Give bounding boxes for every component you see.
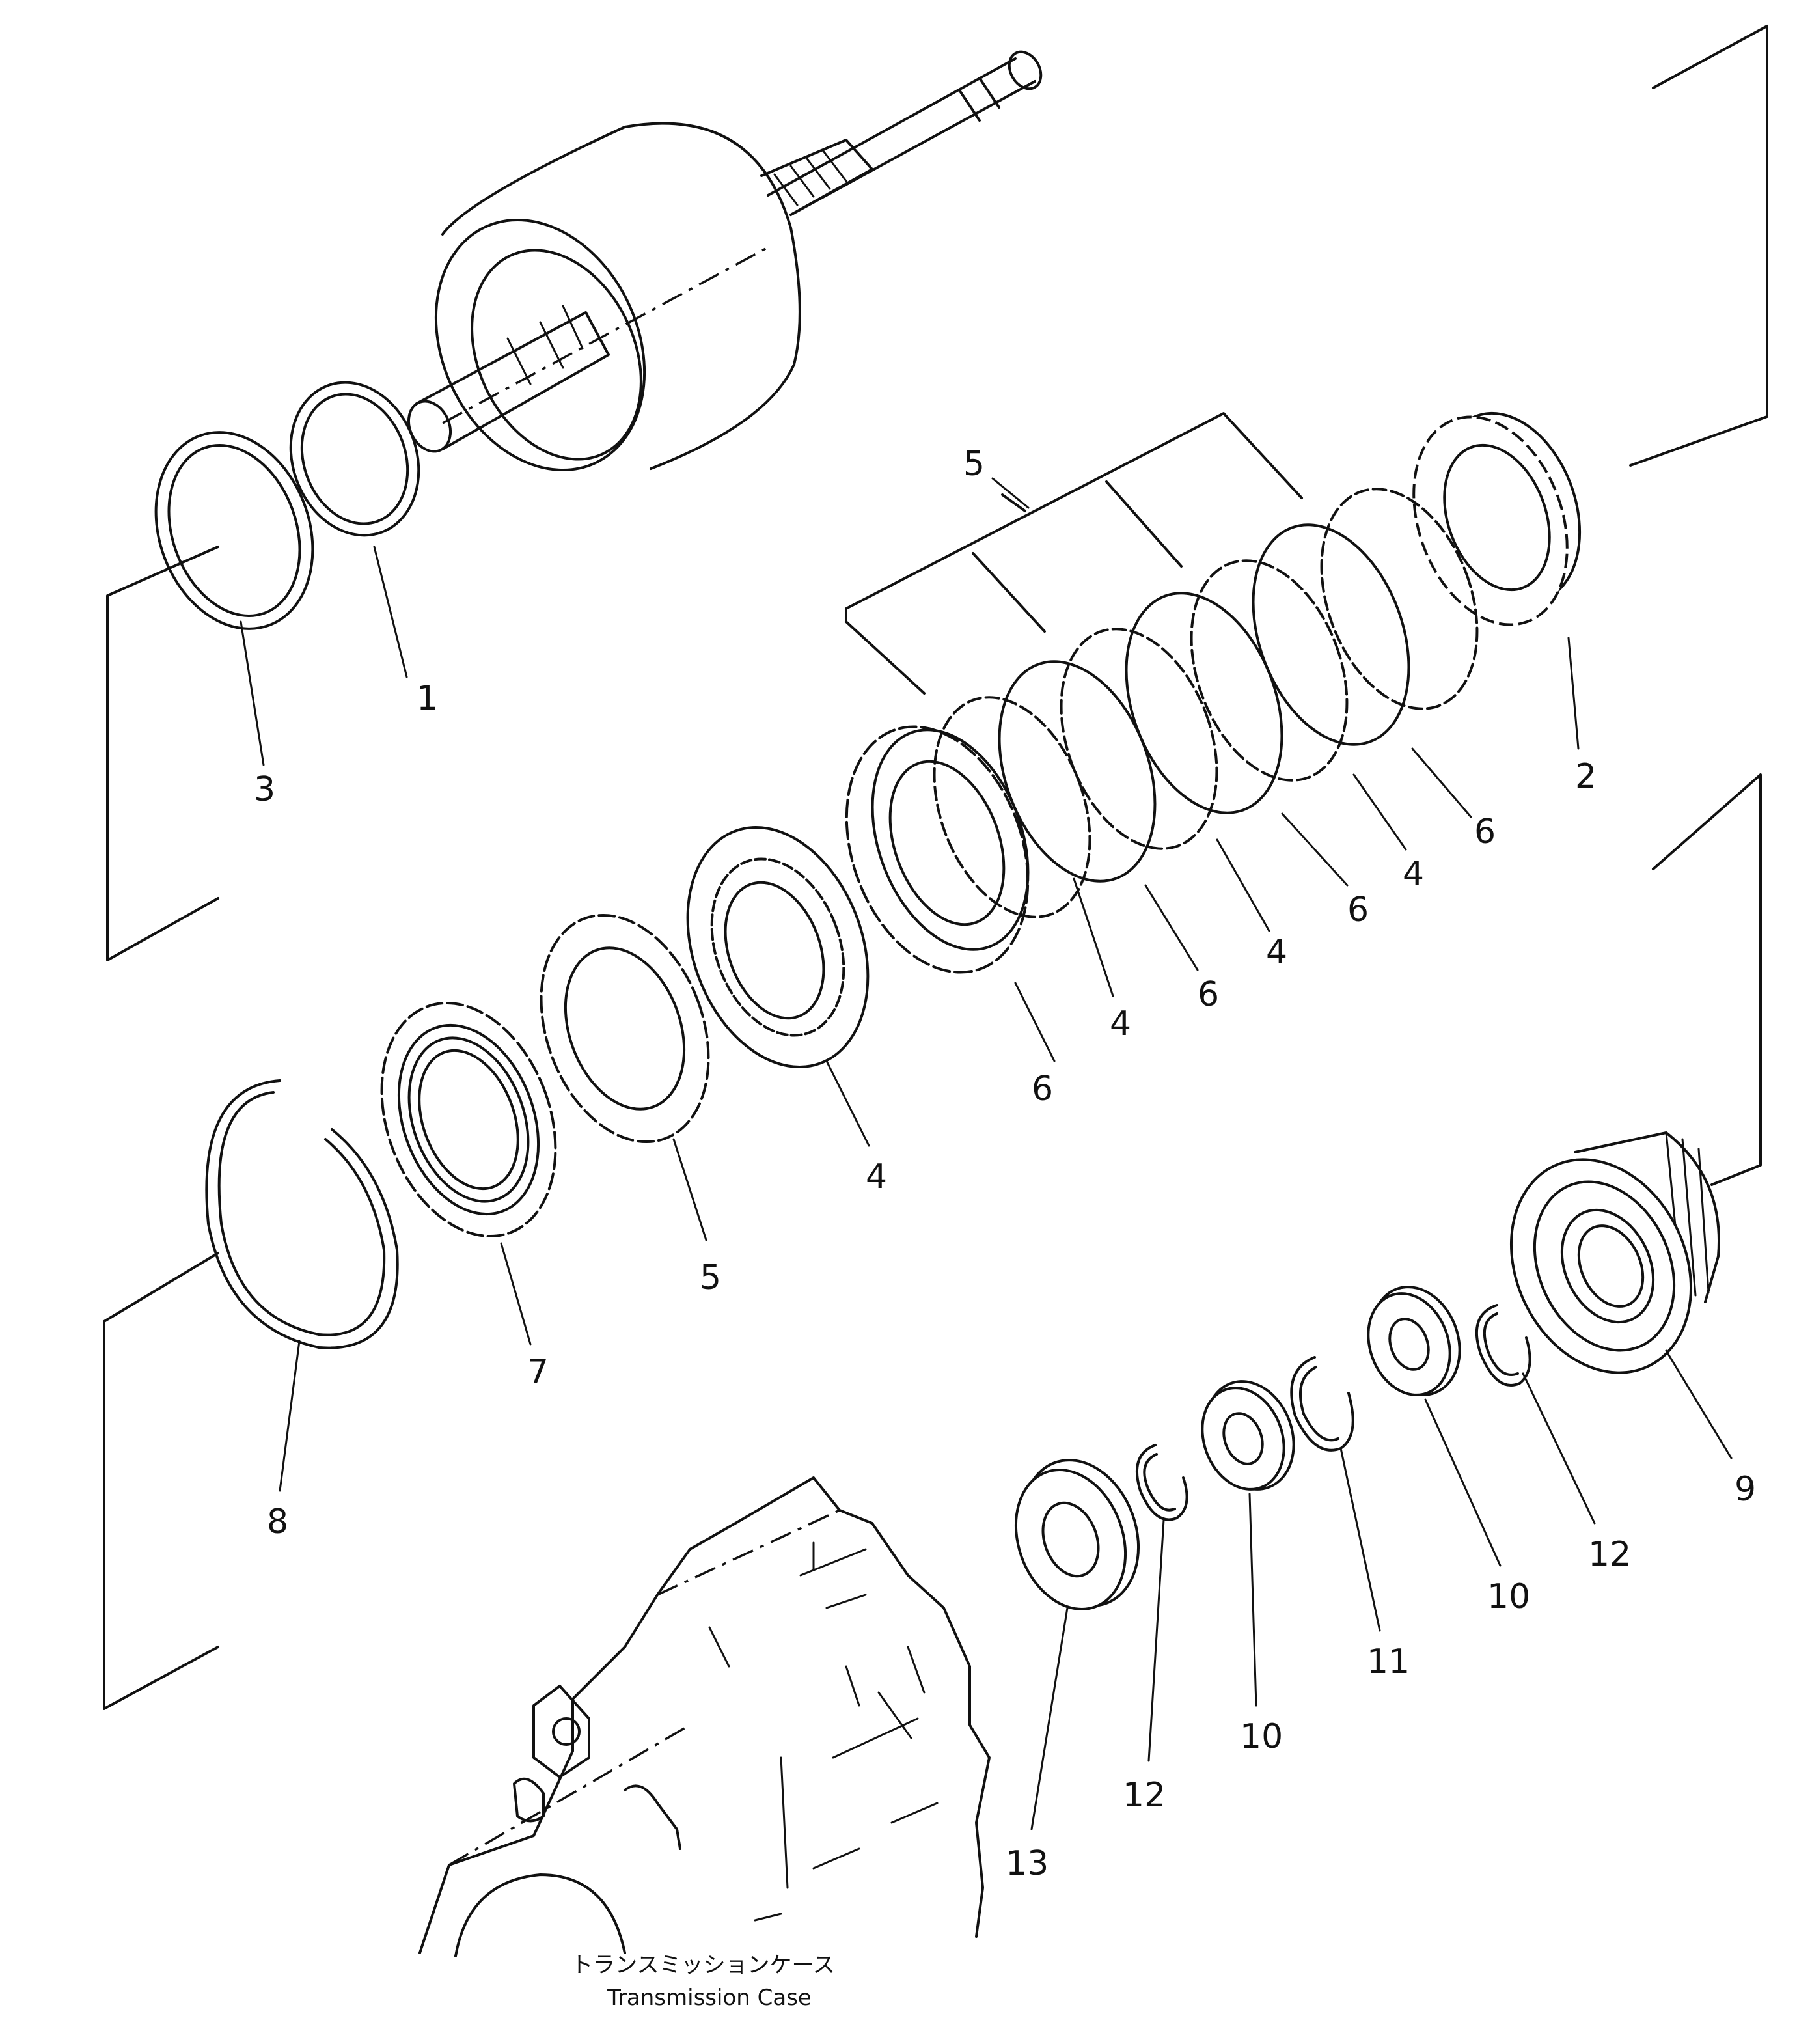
callout-6-c: 6 <box>1347 891 1369 930</box>
transmission-case-caption: トランスミッションケース Transmission Case <box>571 1952 835 2011</box>
callout-6-b: 6 <box>1198 975 1219 1014</box>
callout-4-b: 4 <box>866 1157 887 1196</box>
callout-5-pack: 5 <box>963 445 985 484</box>
callout-4-c: 4 <box>1110 1004 1131 1043</box>
callout-9: 9 <box>1735 1470 1756 1509</box>
callout-10-upper: 10 <box>1487 1577 1530 1616</box>
caption-english: Transmission Case <box>607 1985 812 2011</box>
snap-ring-8 <box>205 1079 399 1349</box>
callout-6-a: 6 <box>1032 1070 1053 1109</box>
callout-4-d: 4 <box>1266 933 1287 972</box>
separator-plate-5 <box>540 913 710 1144</box>
callout-13: 13 <box>1006 1844 1049 1883</box>
callout-2: 2 <box>1575 757 1597 796</box>
thrust-washer-3 <box>154 431 314 630</box>
friction-plate-4 <box>686 826 870 1068</box>
callout-labels: 1 3 2 5 6 4 6 4 6 4 6 4 5 7 8 9 12 10 11… <box>254 445 1756 1883</box>
transmission-case <box>418 1476 991 1957</box>
callout-5-single: 5 <box>700 1258 721 1297</box>
callout-6-d: 6 <box>1474 812 1496 851</box>
callout-12-upper: 12 <box>1588 1535 1631 1574</box>
snap-ring-12-lower <box>1135 1444 1188 1521</box>
callout-1: 1 <box>417 679 438 718</box>
bearing-13 <box>1014 1459 1140 1610</box>
clutch-drum-shaft <box>407 50 1043 472</box>
snap-ring-12-upper <box>1475 1304 1531 1387</box>
dished-plate-7 <box>380 1001 557 1238</box>
caption-japanese: トランスミッションケース <box>571 1952 835 1978</box>
callout-3: 3 <box>254 770 275 809</box>
snap-ring-11 <box>1290 1356 1354 1452</box>
callout-12-lower: 12 <box>1123 1776 1166 1815</box>
callout-4-e: 4 <box>1403 855 1424 894</box>
assembly-brackets <box>103 25 1768 1710</box>
leader-lines <box>240 477 1733 1830</box>
callout-8: 8 <box>267 1502 288 1541</box>
bearing-10-upper <box>1367 1286 1461 1396</box>
piston-plate-2 <box>1412 411 1582 626</box>
thrust-washer-1 <box>289 381 420 537</box>
callout-10-lower: 10 <box>1240 1717 1283 1756</box>
callout-11: 11 <box>1367 1642 1410 1681</box>
clutch-pack <box>845 488 1479 974</box>
callout-7: 7 <box>527 1353 549 1392</box>
bearing-10-lower <box>1201 1380 1295 1491</box>
gear-9 <box>1510 1131 1720 1374</box>
